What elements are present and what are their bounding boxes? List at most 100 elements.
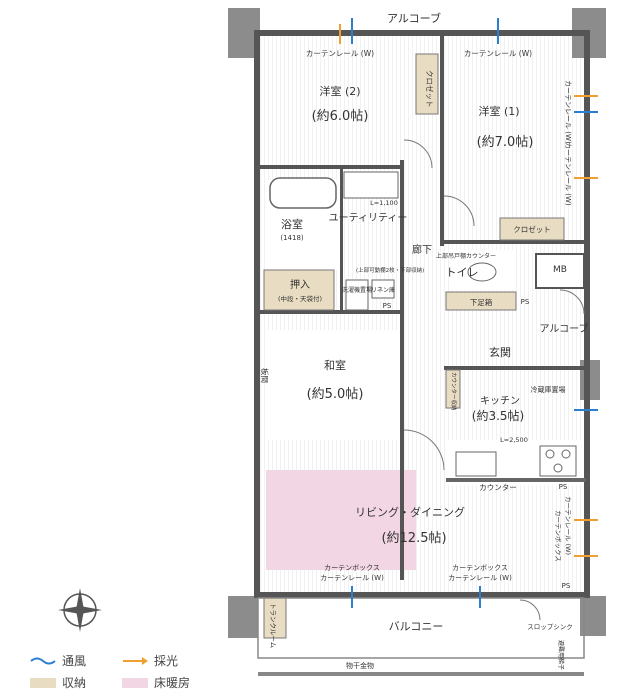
legend-storage: 収納 <box>30 674 86 691</box>
kitchen-sink <box>455 451 497 477</box>
balcony-label: バルコニー <box>389 620 444 633</box>
door-arc <box>403 429 445 471</box>
curtain-rail-v-label: カーテンレール (W) <box>564 496 572 555</box>
fridge-label: 冷蔵庫置場 <box>531 385 566 394</box>
living-label: リビング・ダイニング <box>355 505 465 519</box>
kitchen-length: L=2,500 <box>500 436 528 444</box>
ps-label: PS <box>383 302 392 310</box>
western2-size: (約6.0帖) <box>312 109 369 124</box>
compass-icon <box>58 588 102 632</box>
floor-heating-swatch <box>122 677 148 688</box>
utility-label: ユーティリティー <box>329 213 408 224</box>
burner <box>553 463 563 473</box>
burner <box>561 449 571 459</box>
counter-line <box>446 478 586 482</box>
balcony-rail <box>258 672 584 676</box>
curtain-rail-v2-label: カーテンレール (W) <box>564 142 572 206</box>
wall <box>400 160 404 580</box>
itama-label: 板間 <box>260 368 270 383</box>
slop-sink-label: スロップシンク <box>527 623 573 631</box>
curtain-box-v-label: カーテンボックス <box>554 510 562 562</box>
upper-shelf-label: (上部可動棚2枚・下部収納) <box>356 266 424 274</box>
trunk-label: トランクルーム <box>269 603 277 649</box>
drying-label: 物干金物 <box>346 661 374 670</box>
bath-size: (1418) <box>280 234 304 242</box>
western1-label: 洋室 (1) <box>478 104 519 118</box>
ventilation-icon <box>30 657 56 664</box>
linen-label: リネン庫 <box>371 286 395 294</box>
wall <box>254 592 590 598</box>
wall <box>444 366 584 370</box>
light-arrow-icon <box>123 656 148 665</box>
bath-label: 浴室 <box>281 217 303 231</box>
oshiire-sub-label: (中段・天袋付) <box>278 294 322 303</box>
kitchen-label: キッチン <box>480 395 520 407</box>
legend-ventilation-label: 通風 <box>62 654 87 668</box>
wall <box>254 165 404 169</box>
counter-label: カウンター <box>479 483 517 492</box>
oshiire-label: 押入 <box>290 278 310 291</box>
wall-block <box>228 596 258 638</box>
legend-ventilation: 通風 <box>30 652 86 669</box>
ps-label: PS <box>559 483 568 491</box>
legend: 通風 採光 収納 床暖房 <box>30 652 230 696</box>
toilet-label: トイレ <box>446 266 479 279</box>
japanese-room-label: 和室 <box>324 358 346 372</box>
kitchen-size: (約3.5帖) <box>472 408 524 423</box>
wall <box>584 30 590 598</box>
oshiire-storage <box>263 269 335 311</box>
door-arc <box>559 289 585 315</box>
burner <box>545 449 555 459</box>
mb-label: MB <box>553 265 567 275</box>
door-arc <box>519 599 541 621</box>
closet-2-label: クロゼット <box>425 70 435 108</box>
bathtub <box>269 177 337 209</box>
door-arc <box>403 139 433 169</box>
mb-box <box>535 253 585 289</box>
curtain-rail-label: カーテンレール (W) <box>448 574 512 582</box>
balcony-outline <box>257 597 585 659</box>
legend-storage-label: 収納 <box>62 676 87 690</box>
evac-label: 避難用梯子 <box>557 640 565 670</box>
counter-cabinet <box>445 369 461 409</box>
light-arrows <box>339 24 598 557</box>
wall <box>444 240 584 244</box>
closet-1-label: クロゼット <box>513 224 551 234</box>
western2-label: 洋室 (2) <box>319 84 360 98</box>
floor-heating-area <box>266 470 416 570</box>
curtain-rail-label: カーテンレール (W) <box>306 49 374 58</box>
wall <box>440 36 444 246</box>
legend-light: 採光 <box>122 652 178 669</box>
door-arc <box>443 195 475 227</box>
linen-storage <box>371 279 395 299</box>
curtain-rail-label: カーテンレール (W) <box>320 574 384 582</box>
legend-floor-heating: 床暖房 <box>122 674 190 691</box>
legend-floor-heating-label: 床暖房 <box>154 676 191 690</box>
counter-cabinet-label: カウンター収納 <box>450 372 458 411</box>
curtain-rail-v1-label: カーテンレール (W) <box>564 80 572 144</box>
alcove-mid-label: アルコーブ <box>539 322 588 335</box>
living-size: (約12.5帖) <box>381 531 446 546</box>
shoe-label: 下足箱 <box>470 297 493 307</box>
wall <box>254 30 586 36</box>
curtain-box-label: カーテンボックス <box>324 564 380 572</box>
legend-light-label: 採光 <box>154 654 179 668</box>
entrance-label: 玄関 <box>489 345 511 359</box>
curtain-rail-label: カーテンレール (W) <box>464 49 532 58</box>
closet-2 <box>415 53 439 115</box>
washer-label: 洗濯機置場 <box>342 286 372 294</box>
ps-label: PS <box>562 582 571 590</box>
japanese-room-floor <box>266 330 402 440</box>
japanese-room-size: (約5.0帖) <box>307 387 364 402</box>
alcove-top-label: アルコーブ <box>387 11 441 25</box>
ps-label: PS <box>521 298 530 306</box>
western1-size: (約7.0帖) <box>477 135 534 150</box>
toilet-counter-label: 上部吊戸棚カウンター <box>436 252 496 260</box>
closet-1 <box>499 217 565 241</box>
washer-place <box>345 279 369 311</box>
wall <box>340 169 343 314</box>
wall <box>254 310 404 314</box>
utility-length: L=1,100 <box>370 199 398 207</box>
ventilation-arrows <box>351 18 598 608</box>
